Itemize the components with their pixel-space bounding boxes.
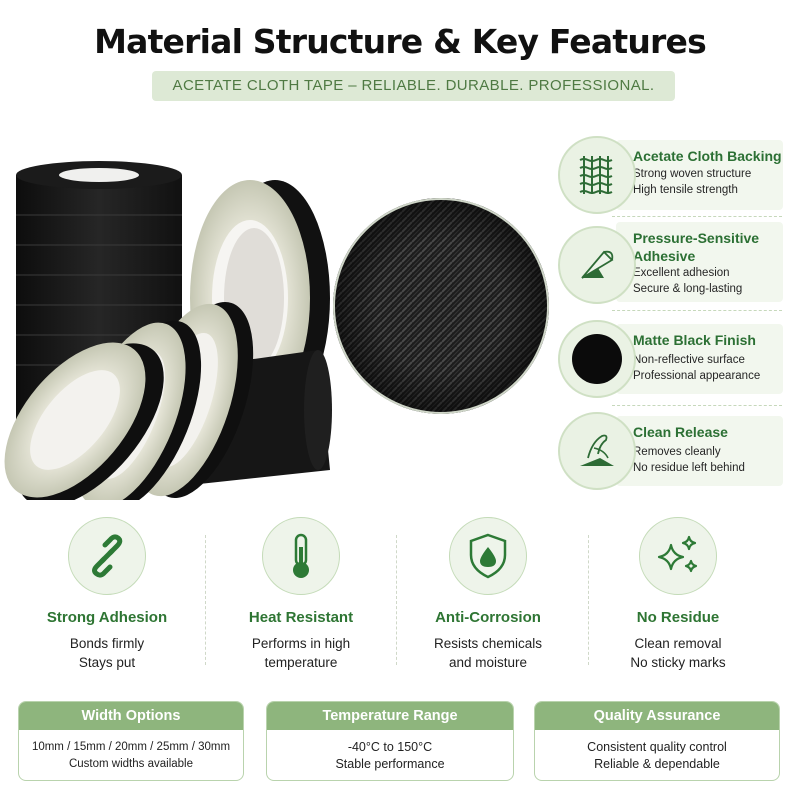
spec-box-line: 10mm / 15mm / 20mm / 25mm / 30mm — [31, 741, 231, 753]
column-strong-adhesion: Strong Adhesion Bonds firmly Stays put — [12, 517, 202, 672]
woven-texture-swatch — [333, 198, 549, 414]
page-title: Material Structure & Key Features — [94, 22, 707, 61]
feature-title: Matte Black Finish — [633, 332, 756, 348]
feature-line: High tensile strength — [633, 183, 738, 196]
column-line: Performs in high — [251, 636, 351, 651]
woven-grid-icon — [558, 136, 636, 214]
spec-box-title: Width Options — [19, 702, 243, 730]
column-no-residue: No Residue Clean removal No sticky marks — [583, 517, 773, 672]
column-line: Resists chemicals — [433, 636, 543, 651]
feature-line: Non-reflective surface — [633, 354, 745, 366]
feature-line: Excellent adhesion — [633, 267, 730, 279]
thermometer-icon — [262, 517, 340, 595]
feature-matte-black-finish: Matte Black Finish Non-reflective surfac… — [558, 320, 783, 404]
feature-acetate-cloth-backing: Acetate Cloth Backing Strong woven struc… — [558, 136, 783, 220]
column-divider — [396, 535, 397, 665]
feature-line: Strong woven structure — [633, 168, 752, 180]
shield-drop-icon — [449, 517, 527, 595]
column-line: No sticky marks — [630, 655, 726, 670]
sparkle-icon — [639, 517, 717, 595]
feature-divider — [612, 310, 782, 311]
feature-title: Acetate Cloth Backing — [633, 148, 782, 164]
column-title: Strong Adhesion — [46, 609, 168, 626]
chain-link-icon — [68, 517, 146, 595]
column-heat-resistant: Heat Resistant Performs in high temperat… — [206, 517, 396, 672]
column-divider — [205, 535, 206, 665]
feature-divider — [612, 405, 782, 406]
column-line: Clean removal — [634, 636, 722, 651]
spec-box-title: Quality Assurance — [535, 702, 779, 730]
column-line: temperature — [264, 655, 338, 670]
spec-box-quality-assurance: Quality Assurance Consistent quality con… — [534, 701, 780, 781]
column-divider — [588, 535, 589, 665]
feature-line: Professional appearance — [633, 369, 761, 382]
spec-box-temperature-range: Temperature Range -40°C to 150°C Stable … — [266, 701, 514, 781]
column-title: Heat Resistant — [248, 609, 354, 626]
column-title: No Residue — [636, 609, 720, 626]
spec-box-title: Temperature Range — [267, 702, 513, 730]
column-line: Bonds firmly — [69, 636, 145, 651]
spec-box-line: Reliable & dependable — [594, 757, 720, 771]
feature-text-box: Pressure-Sensitive Adhesive Excellent ad… — [616, 222, 783, 302]
spec-box-width-options: Width Options 10mm / 15mm / 20mm / 25mm … — [18, 701, 244, 781]
feature-title: Clean Release — [633, 424, 728, 440]
black-disc-icon — [558, 320, 636, 398]
column-line: Stays put — [78, 655, 136, 670]
tagline-banner: ACETATE CLOTH TAPE – RELIABLE. DURABLE. … — [152, 71, 675, 101]
spec-box-line: -40°C to 150°C — [347, 740, 433, 754]
feature-line: Removes cleanly — [633, 446, 721, 458]
adhesive-peel-icon — [558, 226, 636, 304]
spec-box-line: Custom widths available — [68, 758, 193, 770]
feature-title: Pressure-Sensitive Adhesive — [633, 230, 760, 264]
tape-rolls-illustration — [4, 161, 332, 500]
feature-line: Secure & long-lasting — [633, 282, 743, 295]
feature-text-box: Acetate Cloth Backing Strong woven struc… — [616, 140, 783, 210]
column-title: Anti-Corrosion — [435, 609, 541, 626]
spec-box-line: Consistent quality control — [587, 740, 727, 754]
column-line: and moisture — [448, 655, 528, 670]
feature-text-box: Matte Black Finish Non-reflective surfac… — [616, 324, 783, 394]
feature-pressure-sensitive-adhesive: Pressure-Sensitive Adhesive Excellent ad… — [558, 222, 783, 306]
feature-line: No residue left behind — [633, 461, 745, 474]
feature-text-box: Clean Release Removes cleanly No residue… — [616, 416, 783, 486]
spec-box-line: Stable performance — [335, 757, 445, 771]
column-anti-corrosion: Anti-Corrosion Resists chemicals and moi… — [393, 517, 583, 672]
peel-hand-icon — [558, 412, 636, 490]
feature-clean-release: Clean Release Removes cleanly No residue… — [558, 412, 783, 496]
feature-divider — [612, 216, 782, 217]
